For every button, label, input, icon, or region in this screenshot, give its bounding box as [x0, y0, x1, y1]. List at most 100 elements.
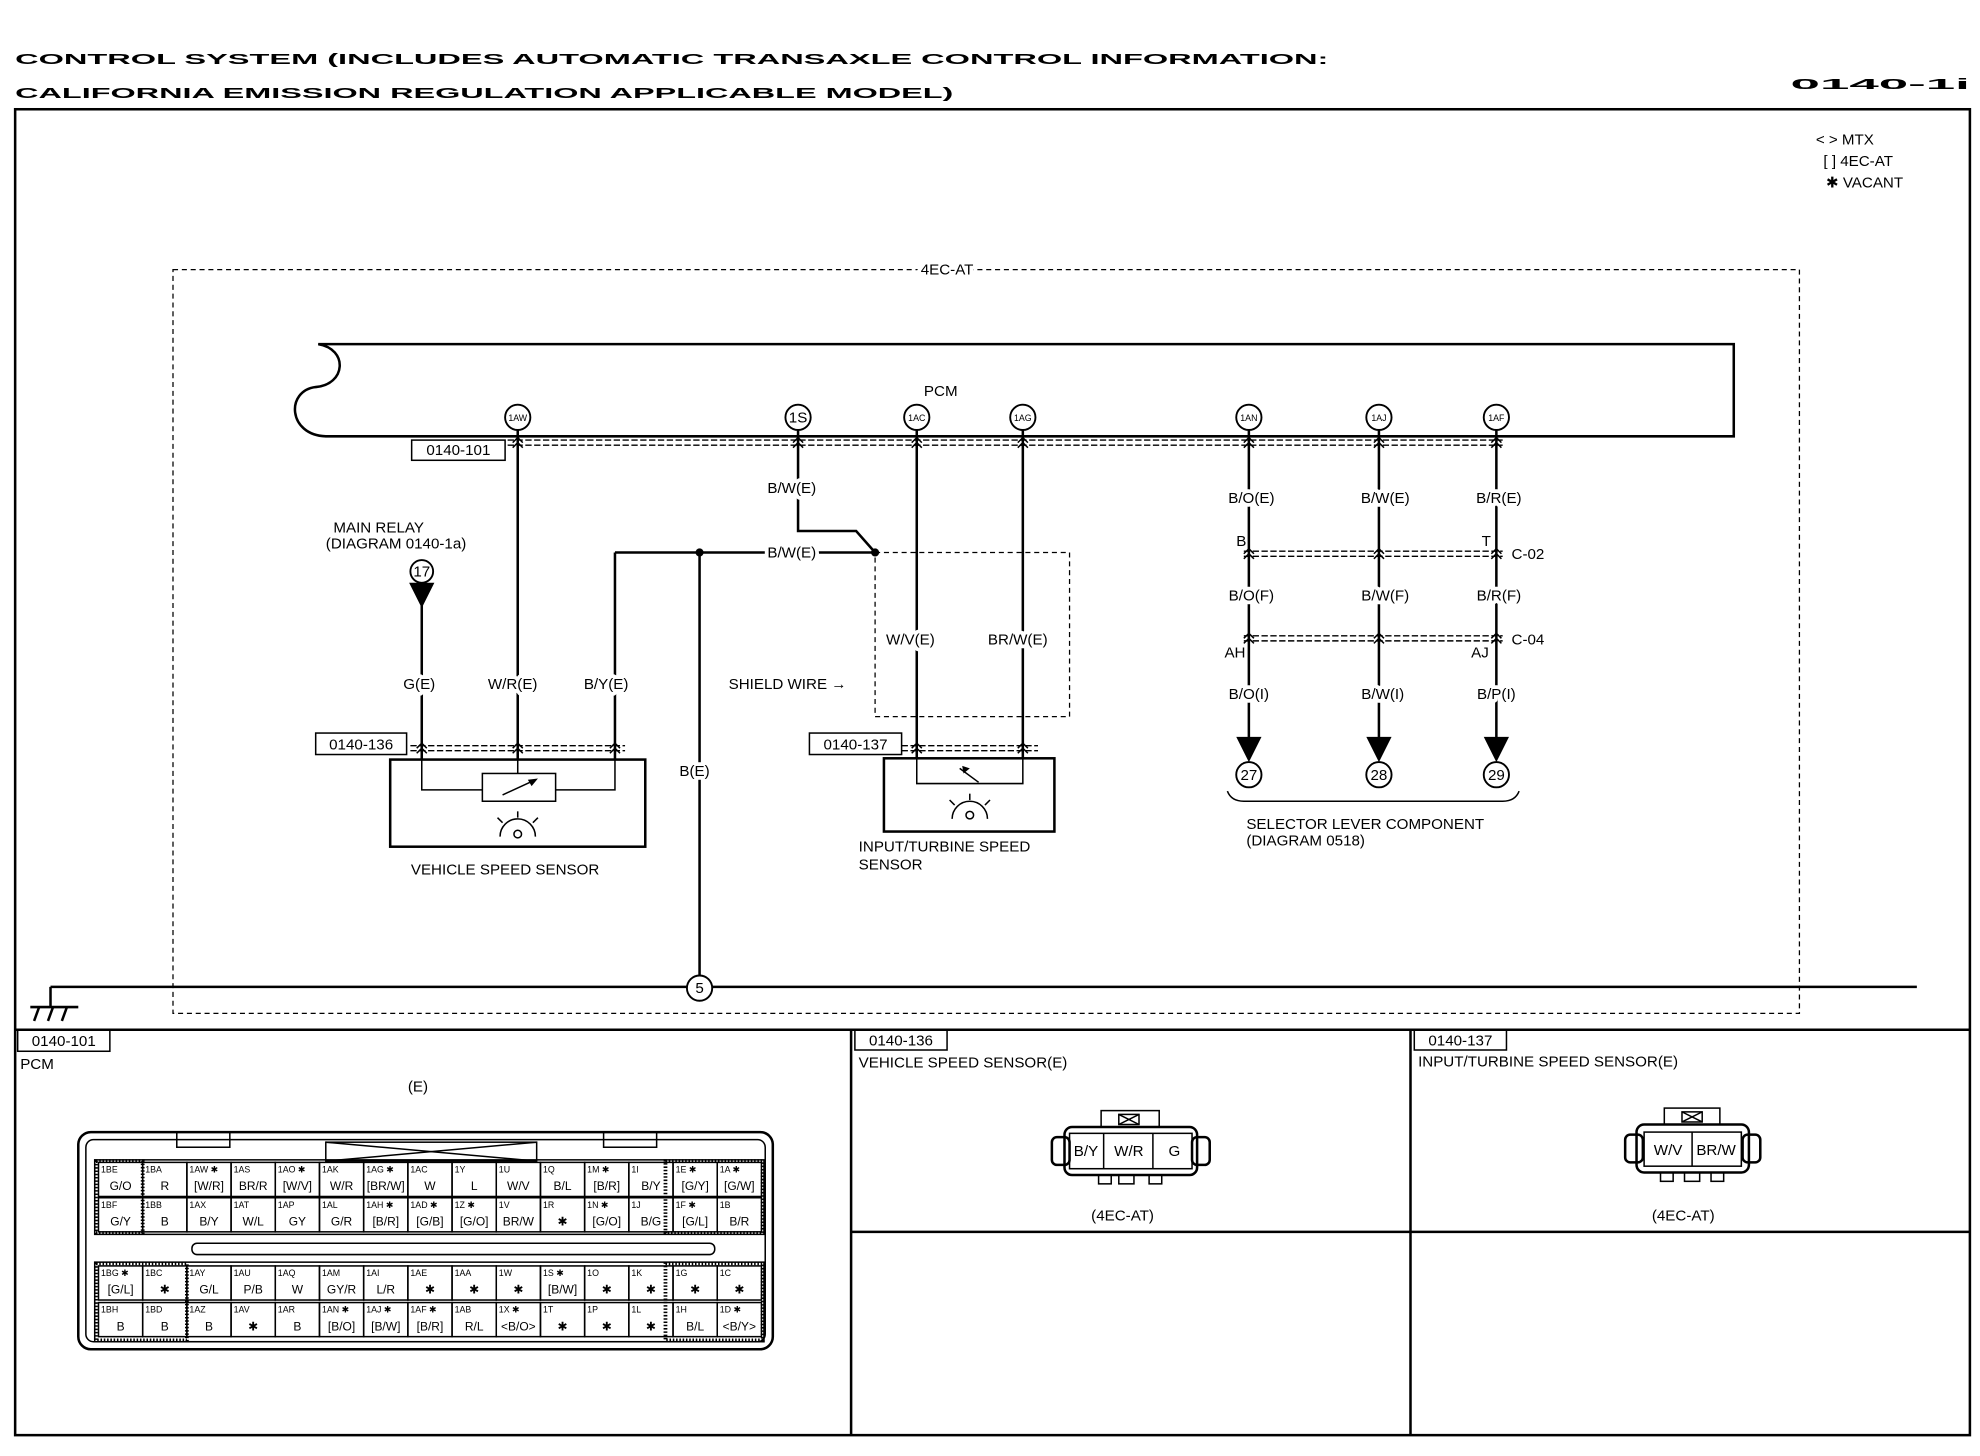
wire-label-vss-return: B/Y(E) — [584, 676, 629, 693]
pcm-terminal-wire: B/Y — [199, 1215, 218, 1229]
pcm-terminal-id: 1AO ✱ — [278, 1164, 306, 1174]
pcm-terminal-wire: W/L — [243, 1215, 265, 1229]
pcm-terminal-cell: 1AW ✱[W/R] — [186, 1161, 232, 1198]
pcm-terminal-id: 1M ✱ — [587, 1164, 609, 1174]
connector-pin-mark — [1373, 632, 1385, 644]
panel-ref-label: 0140-137 — [1428, 1033, 1492, 1050]
pcm-terminal-wire: [BR/W] — [367, 1179, 405, 1193]
pcm-terminal-wire: ✱ — [469, 1283, 479, 1297]
wire-label-1aj-e: B/W(E) — [1361, 490, 1410, 507]
pcm-terminal-wire: ✱ — [690, 1283, 700, 1297]
pcm-terminal-id: 1AB — [455, 1305, 472, 1315]
wire-runs — [420, 429, 1498, 976]
pcm-terminal-id: 1C — [720, 1268, 732, 1278]
panel-vss-connector: 0140-136 VEHICLE SPEED SENSOR(E) B/Y W/R… — [854, 1029, 1211, 1224]
c02-name: C-02 — [1512, 546, 1545, 563]
connector-pin-mark — [792, 436, 804, 449]
pcm-terminal-id: 1Y — [455, 1164, 466, 1174]
connector-pin-mark — [1017, 436, 1029, 449]
pcm-terminal-id: 1AX — [189, 1200, 206, 1210]
4ec-at-region-outline — [172, 268, 1801, 1015]
wire-label-relay-feed: G(E) — [403, 676, 435, 693]
pcm-terminal-wire: ✱ — [734, 1283, 744, 1297]
pcm-terminal-id: 1BC — [145, 1268, 163, 1278]
pcm-terminal-wire: W/R — [330, 1179, 354, 1193]
wire-label-1af-f: B/R(F) — [1477, 587, 1522, 604]
selector-point-29: 29 — [1482, 736, 1510, 789]
pcm-terminal-wire: W — [424, 1179, 436, 1193]
pcm-terminal-id: 1AD ✱ — [410, 1200, 437, 1210]
vss-variant-label: (4EC-AT) — [1091, 1207, 1154, 1224]
pcm-terminal-cell: 1X ✱<B/O> — [495, 1301, 542, 1338]
selector-point-28: 28 — [1365, 736, 1393, 789]
panel-title: INPUT/TURBINE SPEED SENSOR(E) — [1418, 1053, 1678, 1070]
terminal-label: 1S — [789, 409, 808, 426]
connector-pin-mark — [1373, 547, 1385, 560]
pcm-terminal-id: 1G — [676, 1268, 688, 1278]
wire-label-1an-f: B/O(F) — [1229, 587, 1274, 604]
pcm-terminal-wire: ✱ — [425, 1283, 435, 1297]
arrow-down-icon — [1483, 736, 1509, 763]
connector-pin-mark — [1243, 436, 1255, 449]
vehicle-speed-sensor — [388, 758, 647, 848]
main-relay-title: MAIN RELAY — [333, 519, 424, 536]
connector-ref-label: 0140-101 — [426, 442, 490, 459]
connector-0140-101: 0140-101 — [410, 439, 1503, 462]
arrow-down-icon — [1366, 736, 1392, 763]
pcm-terminal-id: 1A ✱ — [720, 1164, 740, 1174]
pcm-terminal-id: 1L — [631, 1305, 641, 1315]
pcm-terminal-wire: L — [471, 1179, 478, 1193]
wire-label-tss-neg: BR/W(E) — [988, 632, 1048, 649]
pickup-coil-icon — [949, 793, 991, 820]
shield-wire-label: SHIELD WIRE → — [729, 676, 847, 693]
arrow-down-icon — [409, 582, 435, 609]
selector-point-27: 27 — [1235, 736, 1263, 789]
pcm-terminal-id: 1AJ ✱ — [366, 1305, 391, 1315]
pcm-terminal-id: 1BE — [101, 1164, 118, 1174]
terminal-label: 1AN — [1240, 413, 1257, 423]
pcm-terminal-id: 1R — [543, 1200, 554, 1210]
pcm-terminal-wire: [G/O] — [460, 1215, 489, 1229]
connector-pin-mark — [1490, 436, 1502, 449]
main-relay-diagram-ref: (DIAGRAM 0140-1a) — [326, 536, 467, 553]
ground-bus: 5 — [30, 974, 1917, 1022]
terminal-label: 1AC — [908, 413, 926, 423]
pcm-terminal-1ac: 1AC — [903, 403, 931, 431]
ground-point-label: 5 — [695, 980, 703, 997]
connector-pin-mark — [911, 436, 923, 449]
main-relay-reference: MAIN RELAY (DIAGRAM 0140-1a) 17 — [326, 519, 467, 609]
pcm-terminal-id: 1AQ — [278, 1268, 296, 1278]
pcm-terminal-wire: [W/R] — [194, 1179, 224, 1193]
wire-label-1an-i: B/O(I) — [1229, 686, 1269, 703]
selector-point-label: 27 — [1240, 767, 1257, 784]
pcm-terminal-wire: [G/L] — [682, 1215, 708, 1229]
terminal-label: 1AW — [508, 413, 527, 423]
pcm-terminal-id: 1AY — [189, 1268, 205, 1278]
pcm-terminal-wire: [G/Y] — [681, 1179, 708, 1193]
pcm-terminal-id: 1BH — [101, 1305, 118, 1315]
pcm-terminal-wire: B/L — [686, 1319, 704, 1333]
panel-title: PCM — [20, 1056, 54, 1073]
pcm-terminal-wire: W — [292, 1283, 304, 1297]
pcm-terminal-id: 1N ✱ — [587, 1200, 608, 1210]
pcm-terminal-id: 1Z ✱ — [455, 1200, 475, 1210]
pcm-terminal-wire: P/B — [244, 1283, 263, 1297]
pcm-terminal-wire: [G/L] — [108, 1283, 134, 1297]
connector-pin-mark — [1243, 547, 1255, 560]
pcm-terminal-id: 1E ✱ — [676, 1164, 697, 1174]
pcm-terminal-id: 1AF ✱ — [410, 1305, 436, 1315]
pcm-terminal-id: 1AV — [234, 1305, 250, 1315]
wire-label-1s: B/W(E) — [767, 480, 816, 497]
pcm-terminal-id: 1T — [543, 1305, 554, 1315]
pcm-terminal-cell: 1D ✱<B/Y> — [716, 1301, 763, 1338]
connector-pin-mark — [416, 742, 428, 754]
vss-pin-label: B/Y — [1074, 1143, 1098, 1160]
pcm-terminal-wire: [B/R] — [417, 1319, 444, 1333]
vehicle-speed-sensor-label: VEHICLE SPEED SENSOR — [411, 861, 600, 878]
input-turbine-speed-sensor-label-1: INPUT/TURBINE SPEED — [859, 839, 1031, 856]
pcm-terminal-wire: ✱ — [646, 1283, 656, 1297]
pcm-terminal-wire: G/R — [331, 1215, 353, 1229]
tss-pin-label: BR/W — [1696, 1142, 1736, 1159]
terminal-label: 1AG — [1014, 413, 1032, 423]
